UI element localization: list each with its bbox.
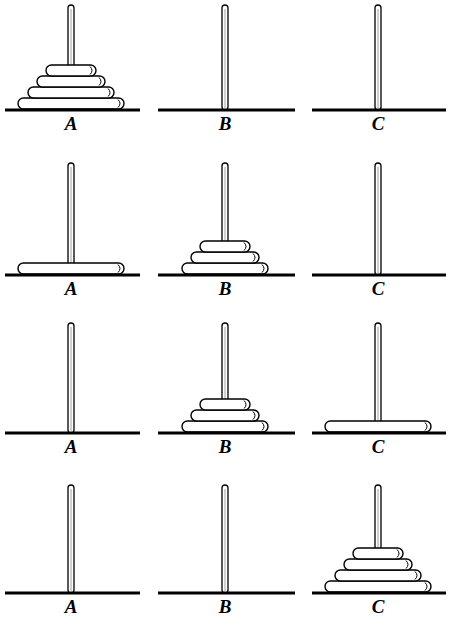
disk <box>18 98 124 109</box>
disk-edge <box>262 265 264 273</box>
peg-rod <box>222 485 228 593</box>
disk-edge <box>415 572 417 580</box>
disk <box>200 399 250 410</box>
disk <box>353 548 403 559</box>
peg-label: C <box>358 279 398 299</box>
base-line <box>5 432 140 435</box>
disk <box>18 263 124 274</box>
peg-rod <box>375 163 381 275</box>
disk <box>200 241 250 252</box>
base-line <box>158 109 295 112</box>
peg-shading <box>71 327 72 431</box>
disk-edge <box>90 67 92 75</box>
peg-shading <box>378 327 379 431</box>
base-line <box>5 274 140 277</box>
base-line <box>312 592 446 595</box>
disk-edge <box>118 100 120 108</box>
disk-edge <box>253 254 255 262</box>
peg-shading <box>225 9 226 108</box>
disk-edge <box>425 423 427 431</box>
base-line <box>5 109 140 112</box>
peg-shading <box>71 167 72 273</box>
peg-rod <box>68 323 74 433</box>
disk-edge <box>406 561 408 569</box>
disk <box>28 87 114 98</box>
peg-rod <box>375 323 381 433</box>
peg-label: C <box>358 597 398 617</box>
disk <box>325 581 431 592</box>
disk <box>37 76 105 87</box>
base-line <box>158 274 295 277</box>
peg-rod <box>375 5 381 110</box>
peg-shading <box>71 489 72 591</box>
peg-shading <box>378 9 379 108</box>
peg-rod <box>68 163 74 275</box>
base-line <box>312 109 446 112</box>
peg-label: C <box>358 437 398 457</box>
disk-edge <box>99 78 101 86</box>
disk <box>46 65 96 76</box>
disk-edge <box>244 243 246 251</box>
base-line <box>312 432 446 435</box>
disk-edge <box>253 412 255 420</box>
disk <box>191 410 259 421</box>
disk-edge <box>397 550 399 558</box>
peg-label: A <box>51 279 91 299</box>
base-line <box>312 274 446 277</box>
peg-label: B <box>205 437 245 457</box>
peg-label: A <box>51 114 91 134</box>
disk <box>344 559 412 570</box>
disk-edge <box>108 89 110 97</box>
peg-label: B <box>205 279 245 299</box>
disk <box>182 263 268 274</box>
base-line <box>158 432 295 435</box>
peg-rod <box>222 5 228 110</box>
peg-label: C <box>358 114 398 134</box>
disk <box>335 570 421 581</box>
peg-shading <box>378 167 379 273</box>
peg-label: B <box>205 114 245 134</box>
disk <box>191 252 259 263</box>
peg-label: A <box>51 437 91 457</box>
peg-label: A <box>51 597 91 617</box>
disk-edge <box>118 265 120 273</box>
disk <box>325 421 431 432</box>
disk <box>182 421 268 432</box>
peg-shading <box>225 489 226 591</box>
base-line <box>158 592 295 595</box>
disk-edge <box>244 401 246 409</box>
peg-rod <box>68 485 74 593</box>
disk-edge <box>425 583 427 591</box>
base-line <box>5 592 140 595</box>
disk-edge <box>262 423 264 431</box>
peg-label: B <box>205 597 245 617</box>
